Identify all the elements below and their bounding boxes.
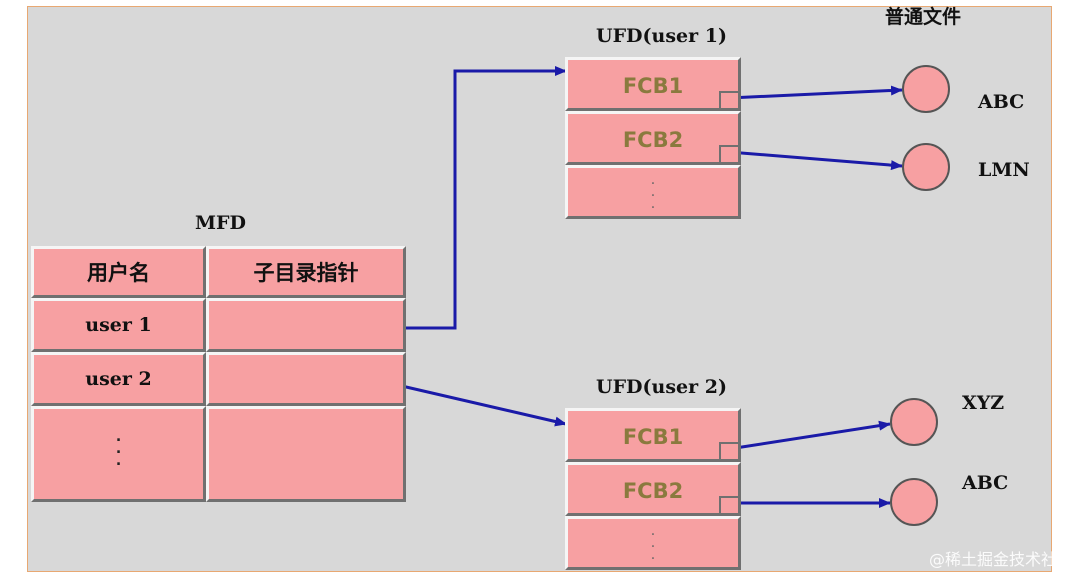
ufd2-fcb1: FCB1 (565, 408, 741, 462)
mfd-row-user2-name: user 2 (31, 352, 206, 406)
arrow-user1-to-ufd1 (376, 66, 567, 330)
ufd1-fcb1-pointer-slot (719, 91, 741, 111)
ufd2-fcb1-label: FCB1 (622, 425, 684, 449)
ufd2-ellipsis: . . . (650, 523, 656, 563)
file-lmn-node (902, 143, 950, 191)
ufd1-ellipsis: . . . (650, 172, 656, 212)
arrow-ufd1-fcb1-to-abc (728, 85, 903, 100)
mfd-header-username-label: 用户名 (87, 260, 150, 285)
arrow-ufd2-fcb1-to-xyz (728, 420, 891, 451)
ufd2-fcb-more: . . . (565, 516, 741, 570)
ufd2-fcb1-pointer-slot (719, 442, 741, 462)
mfd-row-more-name: . . . (31, 406, 206, 502)
file-abc2-label: ABC (962, 472, 1009, 494)
ufd2-fcb2-pointer-slot (719, 496, 741, 516)
ufd2-title: UFD(user 2) (596, 376, 727, 398)
ufd1-fcb2-pointer-slot (719, 145, 741, 165)
mfd-ellipsis: . . . (115, 429, 122, 469)
files-title: 普通文件 (885, 6, 962, 28)
mfd-row-user2-label: user 2 (85, 368, 152, 390)
mfd-row-user2-pointer (206, 352, 406, 406)
ufd2-fcb2: FCB2 (565, 462, 741, 516)
file-xyz-node (890, 398, 938, 446)
mfd-row-user1-name: user 1 (31, 298, 206, 352)
ufd1-fcb2: FCB2 (565, 111, 741, 165)
ufd1-fcb1: FCB1 (565, 57, 741, 111)
file-xyz-label: XYZ (962, 392, 1005, 414)
file-abc2-node (890, 478, 938, 526)
mfd-row-user1-label: user 1 (85, 314, 152, 336)
ufd1-fcb-more: . . . (565, 165, 741, 219)
file-abc-label: ABC (978, 91, 1025, 113)
mfd-header-pointer-label: 子目录指针 (253, 260, 359, 285)
file-abc-node (902, 65, 950, 113)
mfd-title: MFD (195, 212, 246, 234)
mfd-row-more-pointer (206, 406, 406, 502)
mfd-row-user1-pointer (206, 298, 406, 352)
ufd1-fcb1-label: FCB1 (622, 74, 684, 98)
ufd1-fcb2-label: FCB2 (622, 128, 684, 152)
file-lmn-label: LMN (978, 159, 1030, 181)
mfd-header-pointer: 子目录指针 (206, 246, 406, 298)
arrow-user2-to-ufd2 (375, 378, 567, 427)
mfd-header-username: 用户名 (31, 246, 206, 298)
arrow-ufd1-fcb2-to-lmn (728, 150, 903, 171)
watermark: @稀土掘金技术社区 (928, 550, 1073, 569)
ufd2-fcb2-label: FCB2 (622, 479, 684, 503)
ufd1-title: UFD(user 1) (596, 25, 727, 47)
